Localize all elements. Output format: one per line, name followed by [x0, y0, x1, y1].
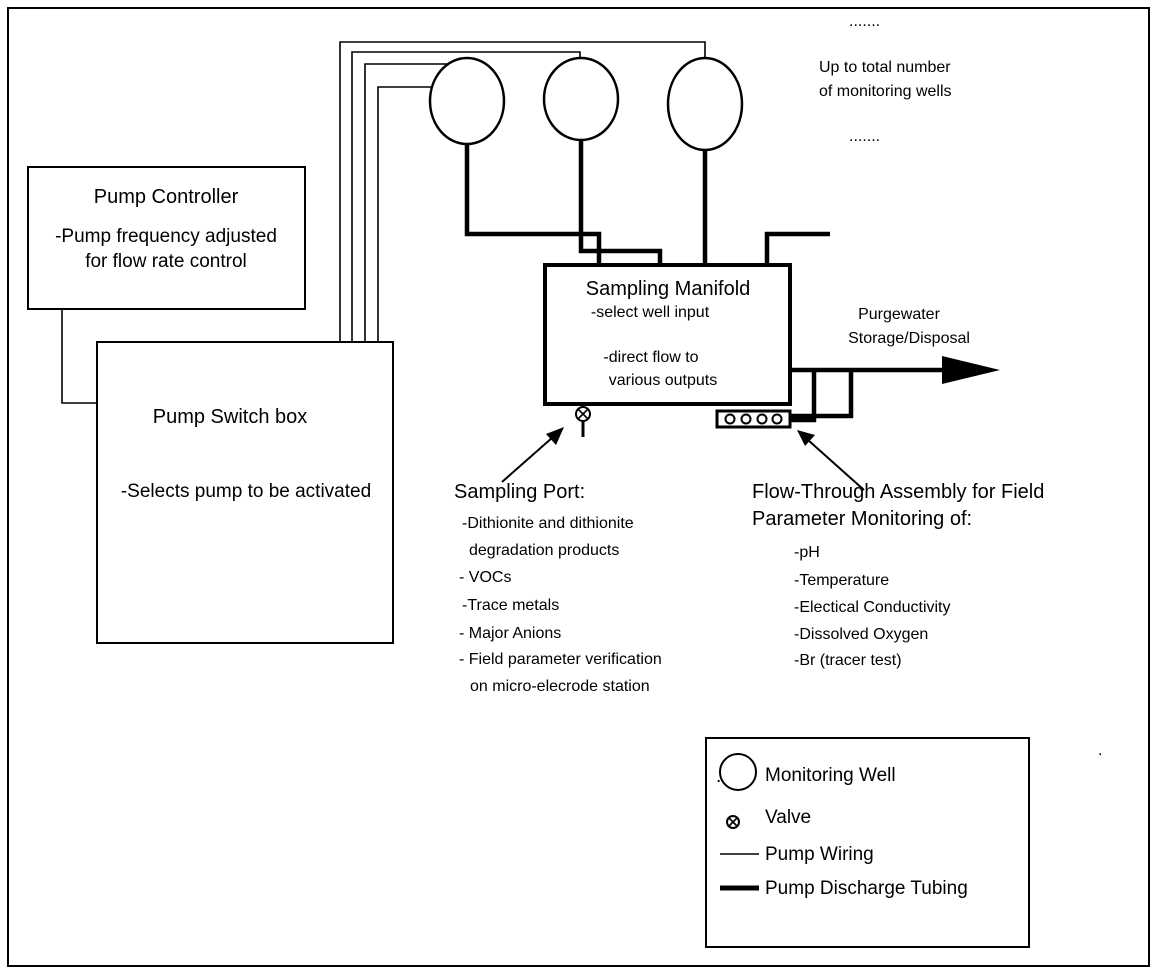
flow-through-item-1: -pH [794, 544, 820, 561]
sampling-port-item-7: on micro-elecrode station [470, 678, 650, 695]
purgewater-line-1: Purgewater [858, 306, 940, 323]
flow-through-cell-4 [771, 413, 783, 425]
flow-through-cell-1 [724, 413, 736, 425]
flow-through-body [715, 409, 792, 429]
flow-through-item-4: -Dissolved Oxygen [794, 626, 928, 643]
stray-dot: . [1098, 742, 1102, 759]
sampling-port-item-4: -Trace metals [462, 597, 559, 614]
pump-switch-box-description: -Selects pump to be activated [121, 481, 371, 502]
flow-through-pointer-line [807, 439, 865, 491]
wells-note-dots-top: ....... [849, 13, 880, 30]
sampling-manifold-title: Sampling Manifold [586, 278, 751, 300]
legend-valve-icon [726, 815, 740, 829]
flow-through-pointer-head [797, 430, 815, 446]
sampling-port-annotation: Sampling Port: -Dithionite and dithionit… [454, 481, 662, 695]
legend-valve-label: Valve [765, 807, 811, 828]
wiring-line-well-3 [339, 41, 706, 342]
legend: . Monitoring Well Valve Pump Wiring Pump… [705, 737, 1030, 948]
sampling-port-item-3: - VOCs [459, 569, 511, 586]
monitoring-wells [428, 56, 744, 152]
purgewater-arrowhead [942, 356, 1000, 384]
pump-controller-line-1: -Pump frequency adjusted [55, 226, 277, 247]
sampling-manifold-box: Sampling Manifold -select well input -di… [543, 263, 792, 406]
pump-controller-rect [27, 166, 306, 310]
flow-through-item-2: -Temperature [794, 572, 889, 589]
controller-to-switchbox-wire [61, 308, 97, 404]
wells-note-line-2: of monitoring wells [819, 83, 952, 100]
legend-frame [705, 737, 1030, 948]
pump-controller-box: Pump Controller -Pump frequency adjusted… [27, 166, 306, 310]
sampling-port-item-6: - Field parameter verification [459, 651, 662, 668]
flow-through-item-5: -Br (tracer test) [794, 652, 902, 669]
flow-through-item-3: -Electical Conductivity [794, 599, 951, 616]
legend-discharge-tubing-label: Pump Discharge Tubing [765, 878, 968, 899]
sampling-port-pointer-head [546, 427, 564, 445]
pump-switch-box: Pump Switch box -Selects pump to be acti… [96, 341, 394, 644]
tubing-well-2 [578, 140, 663, 265]
pointer-arrows [501, 436, 865, 491]
outer-frame [7, 7, 1150, 967]
sampling-manifold-rect [543, 263, 792, 406]
flow-through-line-1: Flow-Through Assembly for Field [752, 481, 1044, 503]
sampling-port-item-5: - Major Anions [459, 625, 561, 642]
sampling-manifold-line-3: various outputs [609, 372, 718, 389]
tubing-extra-wells [764, 231, 830, 265]
tubing-loop-right [789, 370, 854, 419]
pump-discharge-tubing [464, 140, 970, 423]
pump-controller-title: Pump Controller [94, 186, 239, 208]
sampling-port-item-1: -Dithionite and dithionite [462, 515, 634, 532]
monitoring-well-2 [542, 56, 620, 142]
monitoring-well-1 [428, 56, 506, 146]
legend-leading-dot: . [716, 766, 721, 787]
pump-switch-box-title: Pump Switch box [153, 406, 308, 428]
pump-switch-box-rect [96, 341, 394, 644]
wiring-line-well-1b [377, 86, 436, 342]
wells-note-line-1: Up to total number [819, 59, 951, 76]
legend-pump-wiring-label: Pump Wiring [765, 844, 874, 865]
flow-through-line-2: Parameter Monitoring of: [752, 508, 972, 530]
sampling-port-title: Sampling Port: [454, 481, 585, 503]
flow-through-cell-3 [756, 413, 768, 425]
valve-cross-b [577, 408, 589, 420]
pump-controller-line-2: for flow rate control [85, 251, 247, 272]
tubing-loop-left [789, 370, 817, 423]
flow-through-assembly-icon [715, 409, 792, 429]
legend-monitoring-well-label: Monitoring Well [765, 765, 896, 786]
flow-through-cell-2 [740, 413, 752, 425]
wiring-line-well-2 [351, 51, 581, 342]
sampling-manifold-line-1: -select well input [591, 304, 710, 321]
monitoring-well-3 [666, 56, 744, 152]
sampling-port-item-2: degradation products [469, 542, 619, 559]
sampling-port-pointer-line [501, 436, 554, 483]
sampling-manifold-line-2: -direct flow to [603, 349, 698, 366]
valve-icon [575, 406, 591, 437]
legend-monitoring-well-icon [719, 753, 757, 791]
wells-note-dots-bottom: ....... [849, 128, 880, 145]
flow-through-annotation: Flow-Through Assembly for Field Paramete… [752, 481, 1044, 669]
purgewater-line-2: Storage/Disposal [848, 330, 970, 347]
